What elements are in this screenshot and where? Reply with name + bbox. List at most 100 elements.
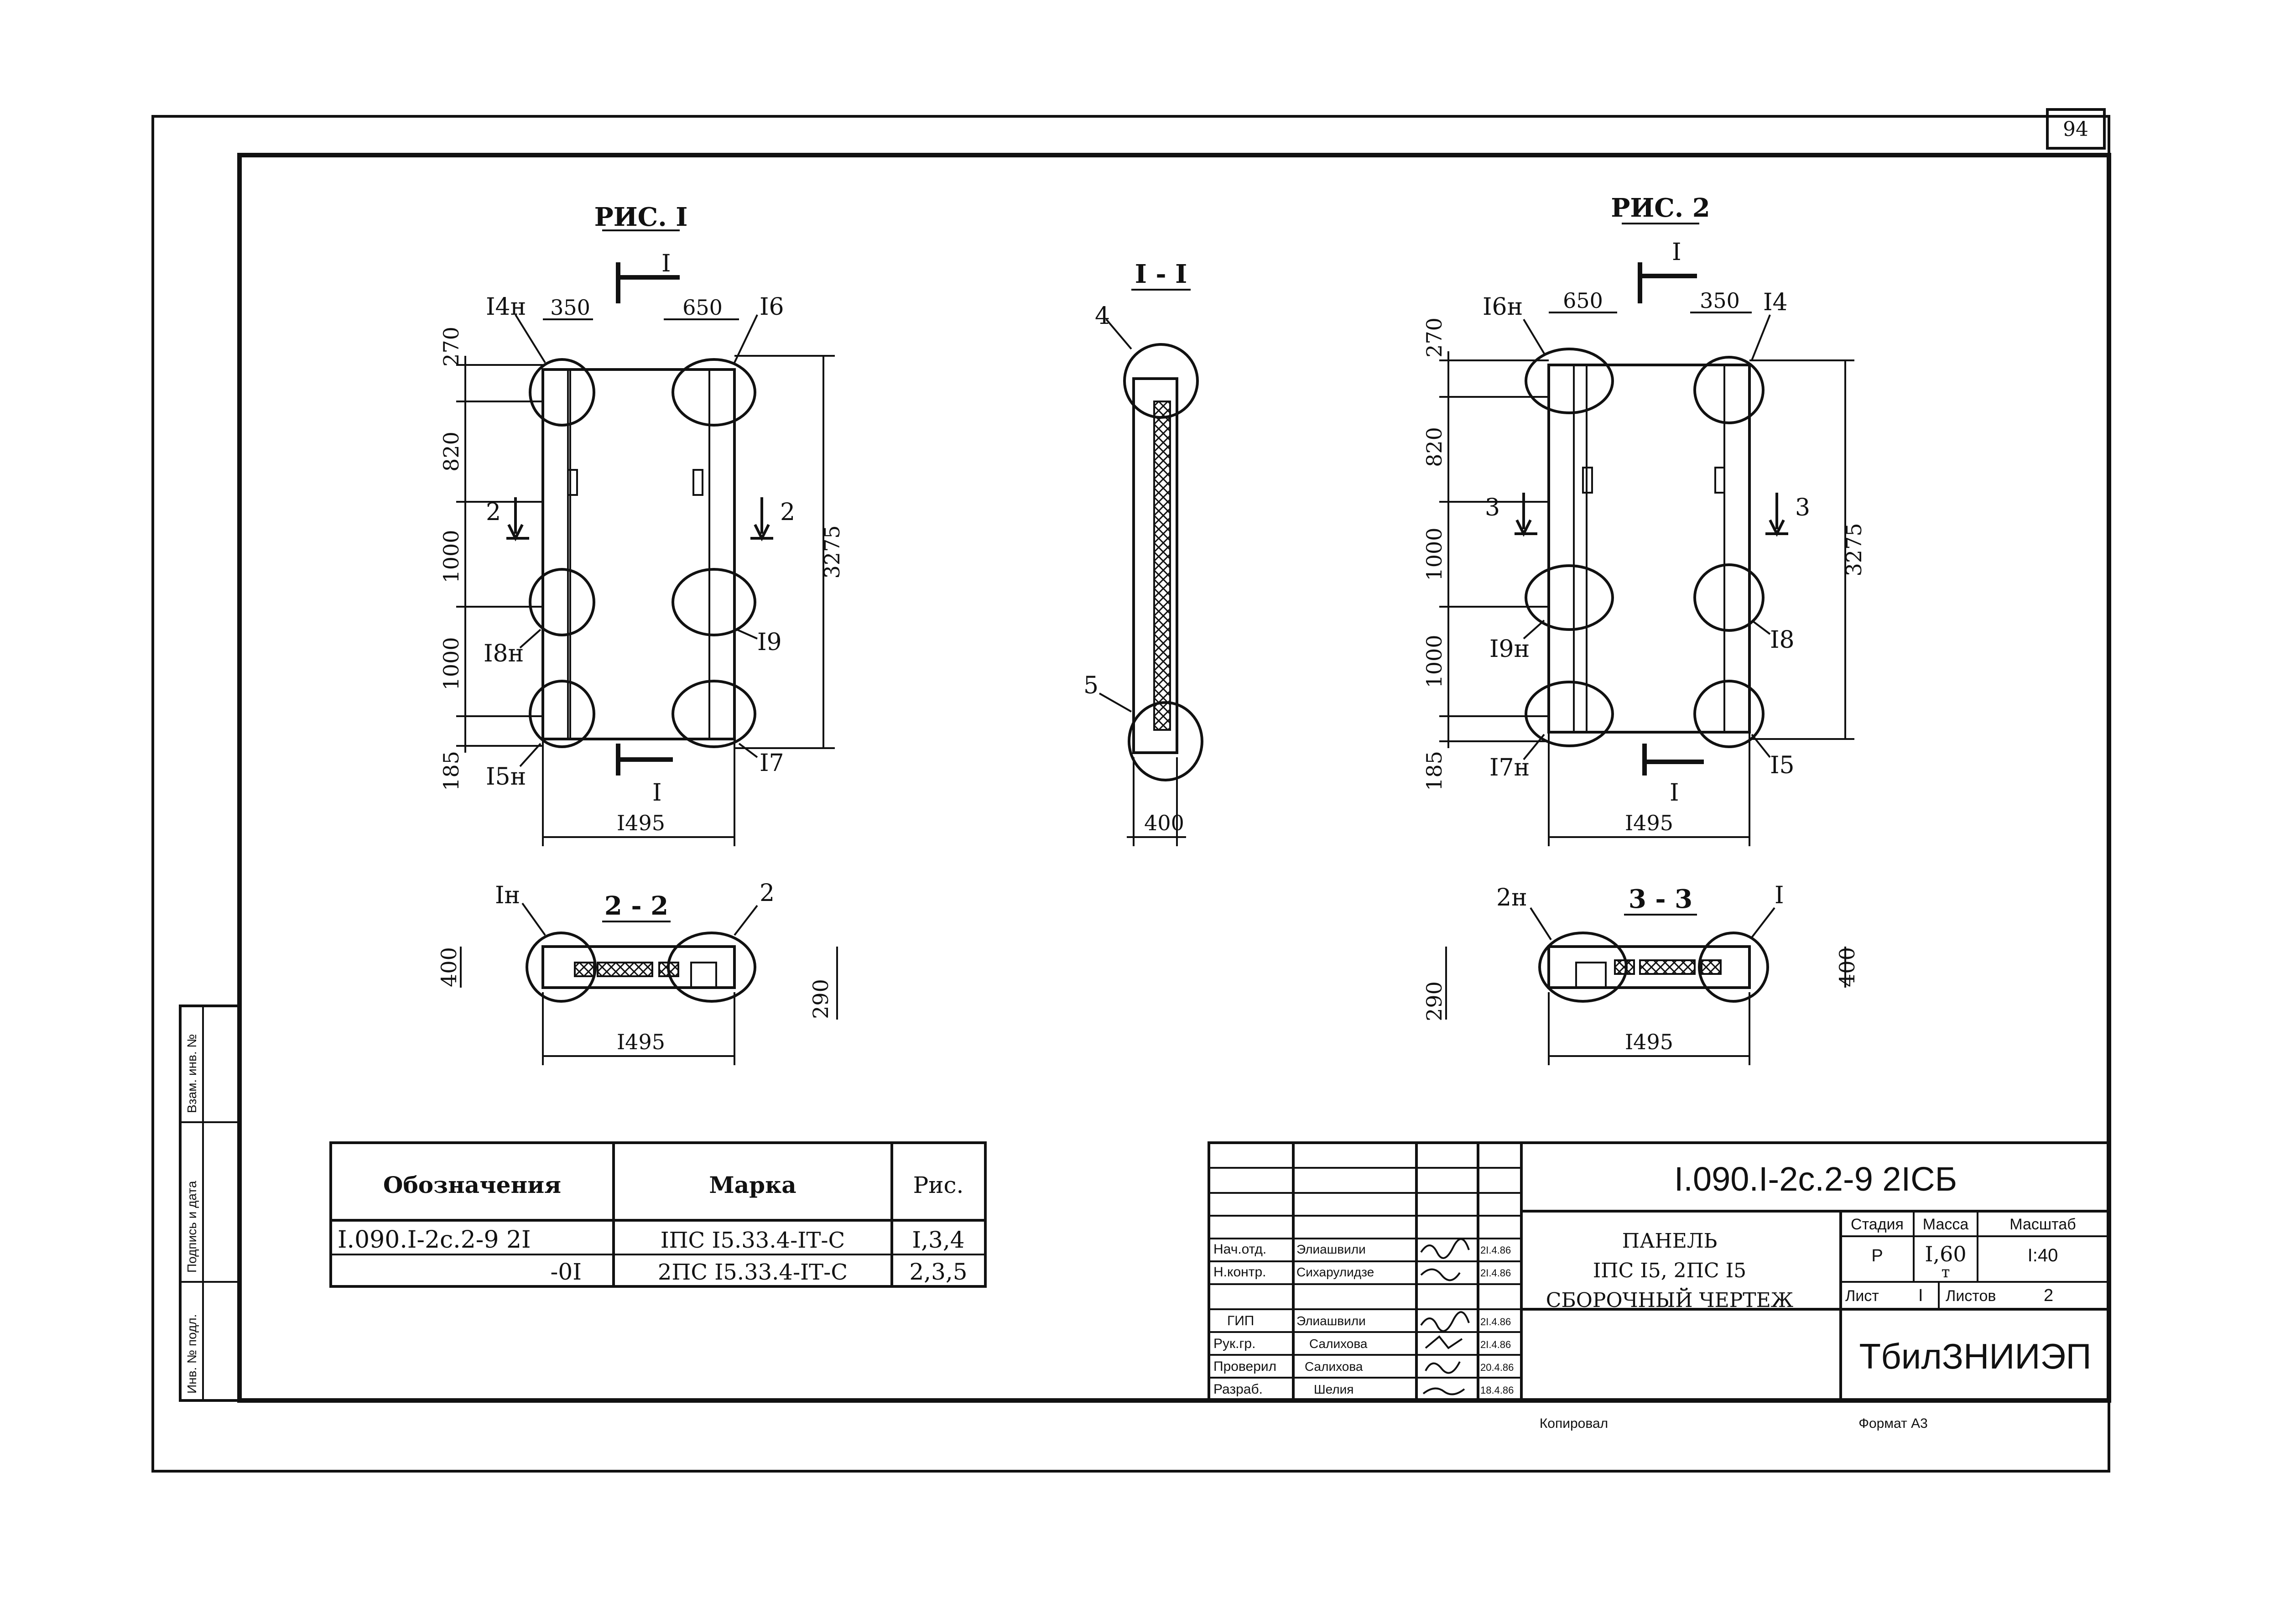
figure-2: РИС. 2 I I 3 3 650 350 [1422,193,1866,846]
date-4: 2I.4.86 [1480,1339,1511,1350]
role-4: Рук.гр. [1213,1336,1255,1351]
organization: ТбилЗНИИЭП [1859,1336,2091,1376]
fig1-right-dim: 3275 [820,525,844,578]
role-3: ГИП [1227,1313,1254,1328]
scale-value: I:40 [2028,1245,2058,1265]
section-3-3-dim-bottom: I495 [1625,1030,1673,1054]
callout-i7n: I7н [1489,754,1530,781]
fig1-left-dim-1: 270 [439,327,463,367]
section-mark-top: I [661,250,671,277]
section-2-2-dim-bottom: I495 [617,1030,665,1054]
figure-2-title: РИС. 2 [1611,193,1710,223]
callout-i9n: I9н [1489,635,1530,663]
section-i-i: I - I 4 5 400 [1083,259,1203,846]
role-1: Нач.отд. [1213,1242,1266,1257]
spec-row2-designation: -0I [551,1259,582,1285]
section-i-i-dim: 400 [1144,811,1184,835]
spec-table: Обозначения Марка Рис. I.090.I-2c.2-9 2I… [329,1141,987,1288]
date-6: 18.4.86 [1480,1385,1514,1396]
fig2-left-dim-3: 1000 [1422,527,1447,581]
fig1-top-dim-2: 650 [682,295,723,320]
fig2-left-dim-1: 270 [1422,318,1447,358]
section-3-left: 3 [1485,494,1500,521]
spec-row1-fig: I,3,4 [912,1227,964,1253]
callout-i5: I5 [1770,752,1795,779]
callout-i4: I4 [1763,289,1788,316]
fig1-left-dim-3: 1000 [439,530,463,583]
date-2: 2I.4.86 [1480,1267,1511,1279]
fig1-left-dim-5: 185 [439,751,463,791]
fig2-right-dim: 3275 [1842,523,1866,576]
node-circle-i7n [1525,681,1614,747]
node-circle-i4n [529,358,595,427]
spec-header-fig: Рис. [913,1172,964,1198]
spec-row1-designation: I.090.I-2c.2-9 2I [338,1226,531,1254]
scale-header: Масштаб [2009,1216,2076,1233]
panel-outline-2 [1547,364,1751,734]
sheet-frame: 94 [151,108,2111,1473]
callout-4: 4 [1095,302,1110,330]
signatures [1420,1238,1470,1395]
fig2-left-dim-5: 185 [1422,751,1447,791]
role-5: Проверил [1213,1359,1276,1374]
section-3-3-title: 3 - 3 [1629,884,1692,914]
callout-i6: I6 [760,293,784,321]
sheets-value: 2 [2044,1286,2053,1305]
fig2-left-dim-4: 1000 [1422,635,1447,688]
role-6: Разраб. [1213,1382,1263,1397]
drawing-name-2: IПС I5, 2ПС I5 [1593,1259,1746,1282]
section-2-2-dim-left: 400 [437,947,461,987]
sheet-label: Лист [1845,1287,1879,1305]
title-block: I.090.I-2c.2-9 2IСБ ПАНЕЛЬ IПС I5, 2ПС I… [1208,1141,2110,1402]
fig1-bottom-dim: I495 [617,811,665,835]
callout-i: I [1775,882,1784,909]
name-3: Элиашвили [1296,1314,1366,1328]
spec-header-mark: Марка [709,1171,796,1198]
side-stamp-replace: Взам. инв. № [185,1034,199,1113]
side-stamp-inventory: Инв. № подл. [185,1314,199,1394]
mass-unit: т [1942,1263,1950,1281]
node-circle-i6n [1525,348,1614,414]
section-3-3-dim-right: 400 [1835,947,1859,987]
name-4: Салихова [1309,1337,1368,1351]
fig2-left-dim-2: 820 [1422,427,1447,467]
page-number-box [2046,108,2106,150]
mass-value: I,60 [1925,1242,1966,1266]
format-label: Формат А3 [1858,1416,1928,1431]
callout-2n: 2н [1496,884,1527,911]
section-2-left: 2 [486,499,501,526]
node-circle-i9 [672,568,756,636]
node-circle-4 [1123,343,1199,419]
fig2-section-mark-top: I [1672,239,1681,266]
section-2-2: 2 - 2 Iн 2 400 290 I495 [437,880,838,1065]
fig2-bottom-dim: I495 [1625,811,1673,835]
node-circle-5 [1128,701,1203,781]
role-2: Н.контр. [1213,1265,1266,1280]
callout-5: 5 [1083,672,1098,699]
name-5: Салихова [1305,1359,1363,1374]
name-2: Сихарулидзе [1296,1265,1374,1279]
name-6: Шелия [1314,1382,1353,1396]
copied-label: Копировал [1540,1416,1608,1431]
figure-1: РИС. I I I 2 2 350 650 [439,202,844,846]
section-3-3: 3 - 3 2н I 290 400 I495 [1422,882,1859,1065]
drawing-code: I.090.I-2c.2-9 2IСБ [1674,1160,1957,1198]
fig1-top-dim-1: 350 [550,295,590,320]
section-2-right: 2 [780,499,795,526]
node-circle-i8n [529,568,595,636]
page-number: 94 [2063,118,2088,141]
callout-i4n: I4н [486,293,526,321]
fig2-top-dim-2: 350 [1700,288,1740,313]
callout-in: Iн [495,882,520,909]
node-circle-i8 [1693,563,1765,632]
spec-header-designation: Обозначения [383,1171,561,1198]
spec-row2-fig: 2,3,5 [909,1259,967,1285]
mass-header: Масса [1923,1216,1969,1233]
date-3: 2I.4.86 [1480,1316,1511,1327]
node-circle-i7 [672,680,756,748]
section-2-2-title: 2 - 2 [604,891,668,921]
fig2-section-mark-bottom: I [1670,779,1679,807]
node-circle-i6 [672,358,756,427]
sheets-label: Листов [1946,1287,1996,1305]
drawing-name-3: СБОРОЧНЫЙ ЧЕРТЕЖ [1546,1287,1793,1312]
